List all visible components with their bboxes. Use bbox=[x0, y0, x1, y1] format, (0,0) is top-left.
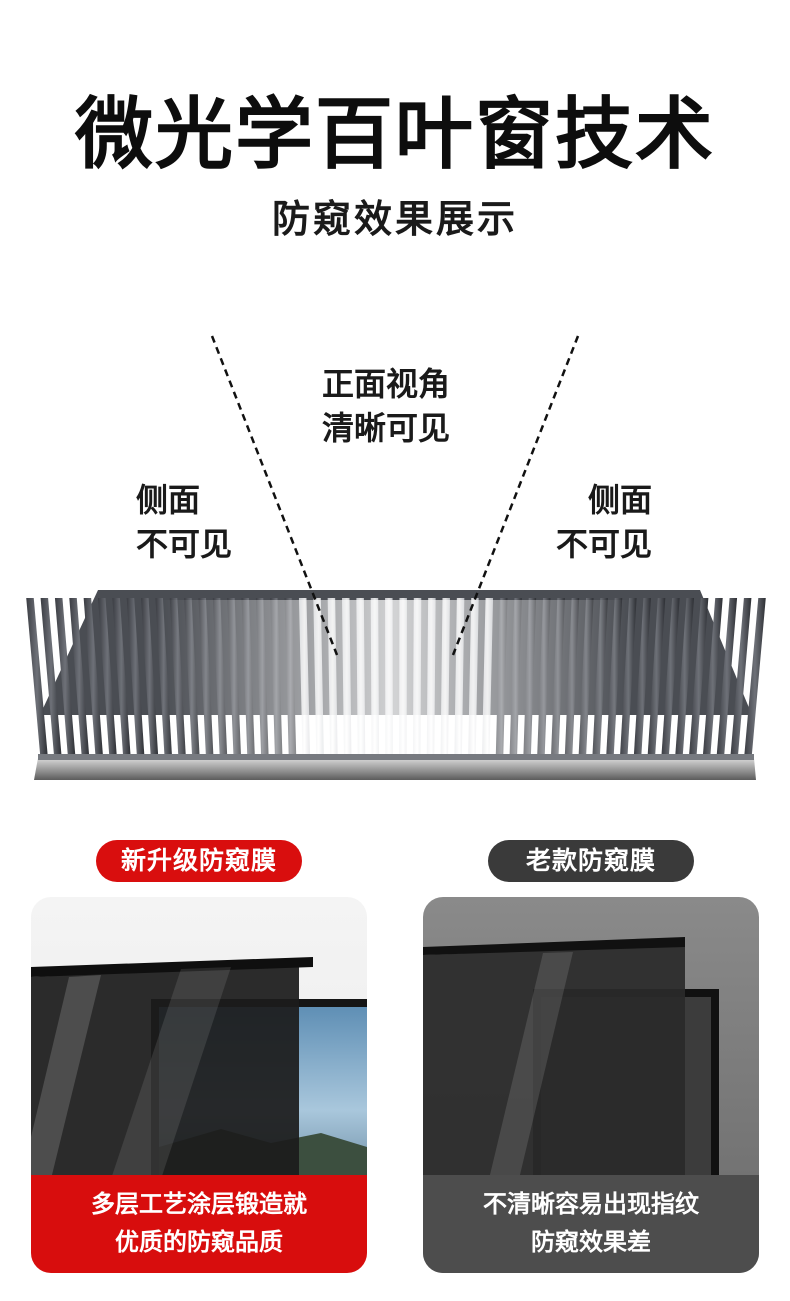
louver-fin bbox=[716, 598, 738, 756]
side-left-label-line2: 不可见 bbox=[136, 525, 233, 563]
view-line-right bbox=[451, 335, 580, 656]
louver-fin bbox=[744, 598, 766, 756]
side-right-label-line2: 不可见 bbox=[556, 525, 653, 563]
new-film-caption-line2: 优质的防窥品质 bbox=[115, 1228, 283, 1256]
side-right-label-line1: 侧面 bbox=[588, 481, 653, 519]
louver-center-glow bbox=[160, 600, 630, 760]
louver-base bbox=[34, 758, 756, 780]
louver-fin bbox=[26, 598, 48, 756]
louver-fin bbox=[647, 598, 666, 756]
film-top-tab bbox=[423, 937, 685, 955]
louver-diagram bbox=[26, 335, 766, 780]
louver-fin bbox=[112, 598, 131, 756]
louver-fin bbox=[730, 598, 752, 756]
front-view-label-line2: 清晰可见 bbox=[322, 409, 451, 447]
front-view-label: 正面视角 清晰可见 bbox=[322, 362, 450, 450]
view-line-left bbox=[210, 335, 339, 656]
old-film-caption-line1: 不清晰容易出现指纹 bbox=[483, 1190, 699, 1218]
privacy-film-sheet bbox=[423, 945, 685, 1179]
louver-base-shadow bbox=[38, 754, 754, 760]
louver-fin bbox=[40, 598, 62, 756]
side-left-label-line1: 侧面 bbox=[136, 481, 201, 519]
old-film-badge: 老款防窥膜 bbox=[488, 840, 694, 882]
film-reflection bbox=[489, 952, 573, 1179]
film-reflection-2 bbox=[111, 967, 231, 1179]
new-film-badge: 新升级防窥膜 bbox=[96, 840, 302, 882]
old-film-caption-line2: 防窥效果差 bbox=[531, 1228, 651, 1256]
page-subtitle: 防窥效果展示 bbox=[271, 197, 518, 241]
side-left-label: 侧面 不可见 bbox=[136, 478, 232, 566]
louver-fin bbox=[633, 598, 651, 756]
louver-fin bbox=[97, 598, 117, 756]
louver-fin bbox=[141, 598, 159, 756]
film-top-tab bbox=[31, 957, 313, 977]
new-film-illustration bbox=[31, 957, 367, 1187]
privacy-film-sheet bbox=[31, 963, 299, 1179]
old-film-illustration bbox=[423, 937, 719, 1185]
side-right-label: 侧面 不可见 bbox=[556, 478, 652, 566]
old-film-card: 不清晰容易出现指纹 防窥效果差 bbox=[423, 897, 759, 1273]
front-view-label-line1: 正面视角 bbox=[322, 365, 451, 403]
louver-fin bbox=[661, 598, 680, 756]
louver-fin bbox=[702, 598, 723, 756]
page-title: 微光学百叶窗技术 bbox=[74, 90, 715, 180]
louver-fin bbox=[126, 598, 145, 756]
louver-fin bbox=[689, 598, 709, 756]
louver-fin bbox=[83, 598, 103, 756]
louver-fin bbox=[54, 598, 76, 756]
louver-fin bbox=[675, 598, 695, 756]
new-film-caption-line1: 多层工艺涂层锻造就 bbox=[91, 1190, 307, 1218]
old-film-caption: 不清晰容易出现指纹 防窥效果差 bbox=[423, 1175, 759, 1273]
new-film-card: 多层工艺涂层锻造就 优质的防窥品质 bbox=[31, 897, 367, 1273]
film-reflection-1 bbox=[31, 975, 101, 1179]
new-film-caption: 多层工艺涂层锻造就 优质的防窥品质 bbox=[31, 1175, 367, 1273]
louver-fin bbox=[69, 598, 90, 756]
